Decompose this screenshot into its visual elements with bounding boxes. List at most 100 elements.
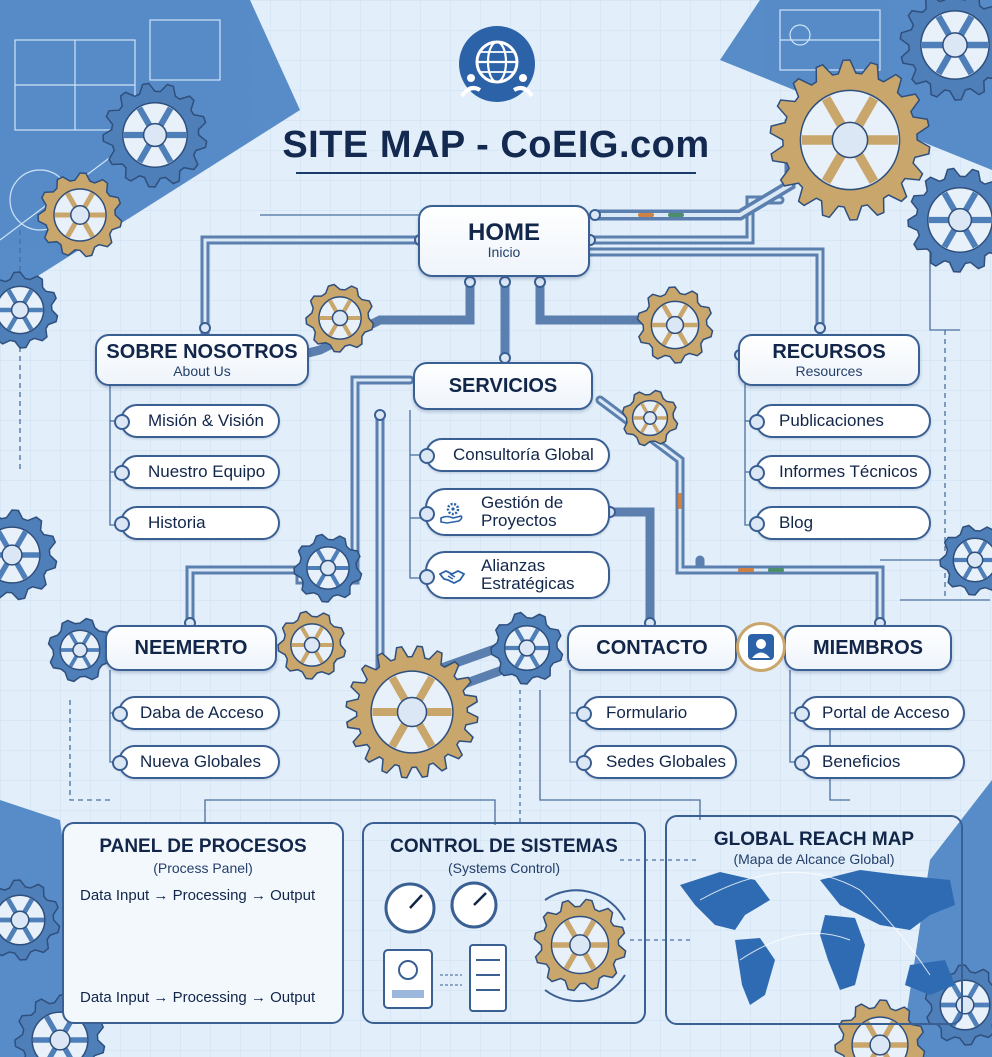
flow-arrow: → bbox=[250, 887, 266, 904]
link-daba-de-acceso[interactable]: Daba de Acceso bbox=[112, 696, 280, 730]
link-label: Informes Técnicos bbox=[779, 462, 918, 481]
gear-icon bbox=[907, 167, 992, 273]
home-node[interactable]: HOME Inicio bbox=[418, 205, 590, 277]
sobre-nosotros-node[interactable]: SOBRE NOSOTROS About Us bbox=[95, 334, 309, 386]
link-portal-de-acceso[interactable]: Portal de Acceso bbox=[794, 696, 965, 730]
gear-icon bbox=[899, 0, 992, 101]
link-label: Publicaciones bbox=[779, 411, 884, 430]
bullet-dot bbox=[794, 706, 810, 722]
link-informes-tecnicos[interactable]: Informes Técnicos bbox=[749, 455, 931, 489]
gear-icon bbox=[102, 82, 208, 188]
process-flow-bottom: Data Input → Processing → Output bbox=[80, 989, 315, 1006]
bullet-dot bbox=[576, 706, 592, 722]
link-mision-vision[interactable]: Misión & Visión bbox=[114, 404, 280, 438]
systems-control-graphics bbox=[383, 881, 626, 1012]
gear-icon bbox=[47, 617, 113, 683]
recursos-node[interactable]: RECURSOS Resources bbox=[738, 334, 920, 386]
link-label: Daba de Acceso bbox=[140, 703, 264, 722]
servicios-node[interactable]: SERVICIOS bbox=[413, 362, 593, 410]
gear-icon bbox=[293, 533, 363, 603]
bullet-dot bbox=[112, 755, 128, 771]
panel-procesos-subtitle: (Process Panel) bbox=[153, 860, 253, 876]
panel-control-sistemas: CONTROL DE SISTEMAS (Systems Control) bbox=[362, 822, 646, 1024]
bullet-dot bbox=[112, 706, 128, 722]
servicios-title: SERVICIOS bbox=[448, 375, 558, 397]
link-sedes-globales[interactable]: Sedes Globales bbox=[576, 745, 737, 779]
bullet-dot bbox=[114, 516, 130, 532]
gear-icon bbox=[621, 389, 679, 447]
link-label: Portal de Acceso bbox=[822, 703, 950, 722]
contacto-node[interactable]: CONTACTO bbox=[567, 625, 737, 671]
bullet-dot bbox=[749, 465, 765, 481]
recursos-subtitle: Resources bbox=[795, 363, 863, 379]
gear-icon bbox=[834, 999, 926, 1057]
handshake-icon bbox=[439, 569, 465, 585]
gear-icon bbox=[345, 645, 479, 779]
logo-globe-icon bbox=[459, 26, 535, 102]
gear-icon bbox=[490, 611, 564, 685]
gear-icon bbox=[533, 898, 627, 992]
process-flow-top: Data Input → Processing → Output bbox=[80, 887, 315, 904]
flow-step: Output bbox=[270, 989, 316, 1006]
title-underline bbox=[296, 172, 696, 174]
link-formulario[interactable]: Formulario bbox=[576, 696, 737, 730]
neemerto-node[interactable]: NEEMERTO bbox=[105, 625, 277, 671]
neemerto-title: NEEMERTO bbox=[134, 637, 248, 659]
control-sistemas-title: CONTROL DE SISTEMAS bbox=[390, 836, 618, 857]
link-alianzas-estrategicas[interactable]: Alianzas Estratégicas bbox=[419, 551, 610, 599]
link-beneficios[interactable]: Beneficios bbox=[794, 745, 965, 779]
panel-global-reach-map: GLOBAL REACH MAP (Mapa de Alcance Global… bbox=[665, 815, 963, 1025]
bullet-dot bbox=[419, 506, 435, 522]
gear-icon bbox=[37, 172, 123, 258]
flow-step: Processing bbox=[172, 989, 247, 1006]
bullet-dot bbox=[114, 414, 130, 430]
link-label: Nuestro Equipo bbox=[148, 462, 266, 481]
gear-icon bbox=[277, 610, 347, 680]
gear-icon bbox=[0, 271, 59, 349]
link-label: Consultoría Global bbox=[453, 445, 594, 464]
bullet-dot bbox=[794, 755, 810, 771]
user-glyph-icon bbox=[748, 634, 774, 660]
link-nueva-globales[interactable]: Nueva Globales bbox=[112, 745, 280, 779]
gear-icon bbox=[939, 524, 992, 596]
flow-step: Data Input bbox=[80, 887, 150, 904]
control-sistemas-subtitle: (Systems Control) bbox=[447, 860, 561, 876]
link-historia[interactable]: Historia bbox=[114, 506, 280, 540]
link-nuestro-equipo[interactable]: Nuestro Equipo bbox=[114, 455, 280, 489]
gear-icon bbox=[636, 286, 714, 364]
link-blog[interactable]: Blog bbox=[749, 506, 931, 540]
bullet-dot bbox=[114, 465, 130, 481]
miembros-node[interactable]: MIEMBROS bbox=[784, 625, 952, 671]
gear-icon bbox=[769, 59, 931, 221]
link-label: Blog bbox=[779, 513, 814, 532]
gear-icon bbox=[0, 509, 58, 601]
gear-hand-icon bbox=[440, 502, 463, 524]
link-gestion-proyectos[interactable]: Gestión de Proyectos bbox=[419, 488, 610, 536]
bullet-dot bbox=[419, 569, 435, 585]
link-publicaciones[interactable]: Publicaciones bbox=[749, 404, 931, 438]
bullet-dot bbox=[576, 755, 592, 771]
bullet-dot bbox=[419, 448, 435, 464]
flow-step: Output bbox=[270, 887, 316, 904]
global-reach-subtitle: (Mapa de Alcance Global) bbox=[733, 851, 895, 867]
link-label: Misión & Visión bbox=[148, 411, 264, 430]
flow-arrow: → bbox=[250, 989, 266, 1006]
sobre-nosotros-subtitle: About Us bbox=[173, 363, 231, 379]
link-label: Nueva Globales bbox=[140, 752, 261, 771]
bullet-dot bbox=[749, 414, 765, 430]
link-label: Sedes Globales bbox=[606, 752, 727, 771]
bullet-dot bbox=[749, 516, 765, 532]
panel-procesos-title: PANEL DE PROCESOS bbox=[99, 836, 307, 857]
gear-icon bbox=[0, 879, 61, 961]
link-consultoria-global[interactable]: Consultoría Global bbox=[419, 438, 610, 472]
world-map bbox=[680, 870, 955, 1005]
link-label: Alianzas Estratégicas bbox=[481, 556, 575, 593]
link-label: Historia bbox=[148, 513, 206, 532]
panel-procesos: PANEL DE PROCESOS (Process Panel) Data I… bbox=[62, 822, 344, 1024]
flow-step: Processing bbox=[172, 887, 247, 904]
home-subtitle: Inicio bbox=[487, 244, 521, 260]
link-label: Gestión de Proyectos bbox=[481, 493, 564, 530]
recursos-title: RECURSOS bbox=[772, 341, 886, 363]
sobre-nosotros-title: SOBRE NOSOTROS bbox=[106, 341, 298, 363]
global-reach-title: GLOBAL REACH MAP bbox=[713, 829, 915, 850]
